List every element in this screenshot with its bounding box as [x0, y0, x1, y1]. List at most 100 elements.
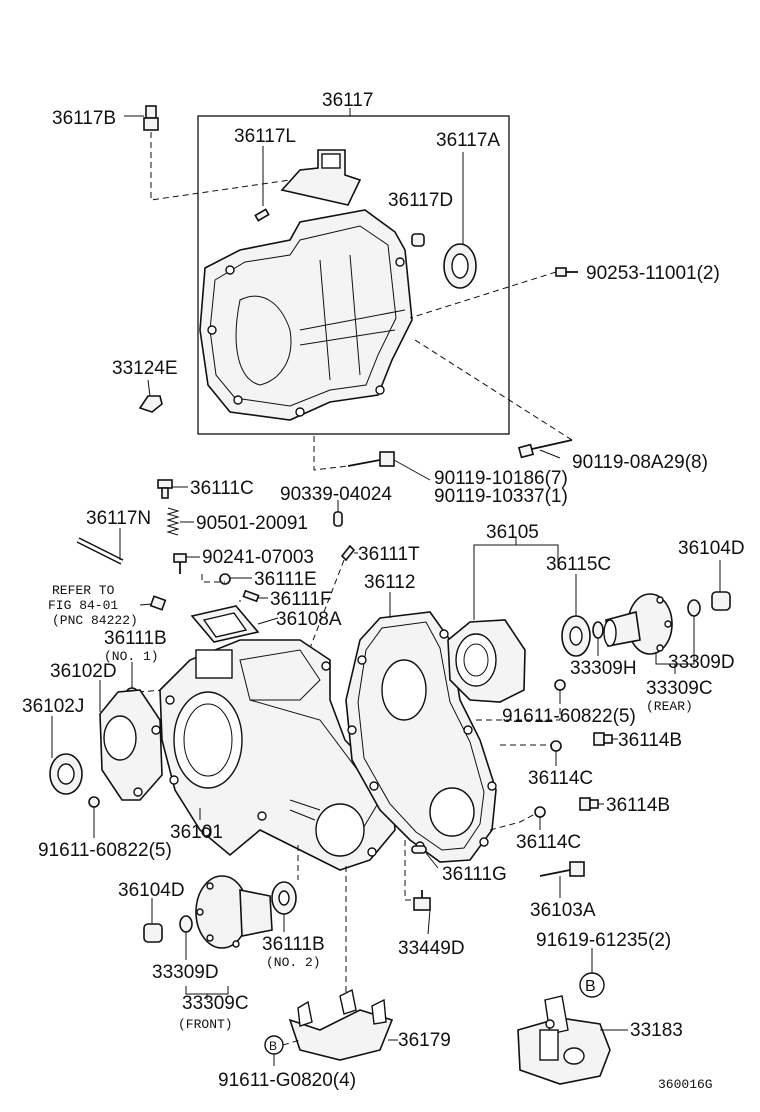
plug-36114B-1-part — [593, 732, 613, 746]
label-33449D: 33449D — [398, 938, 465, 959]
nut-36104D-rear-part — [711, 591, 731, 611]
cover-plate-part — [280, 149, 362, 206]
plug-36114B-2-part — [579, 797, 599, 811]
oring-33309H-part — [592, 621, 604, 639]
label-33309D-rear: 33309D — [668, 652, 735, 673]
label-36117B: 36117B — [52, 108, 116, 129]
washer-33309D-rear-part — [687, 599, 701, 617]
label-36102D: 36102D — [50, 661, 117, 682]
label-90119-08A29: 90119-08A29(8) — [572, 452, 708, 473]
label-90501: 90501-20091 — [196, 513, 308, 534]
label-90339: 90339-04024 — [280, 484, 392, 505]
label-no1: (NO. 1) — [104, 649, 159, 664]
label-36115C: 36115C — [546, 554, 611, 575]
spring-part — [166, 507, 180, 536]
label-pnc-84222: (PNC 84222) — [52, 613, 138, 628]
plug-36111C-part — [157, 479, 173, 499]
label-91611-left: 91611-60822(5) — [38, 840, 172, 861]
label-91619: 91619-61235(2) — [536, 930, 671, 951]
pin-part — [254, 208, 270, 222]
label-36117D: 36117D — [388, 190, 453, 211]
bolt-91611-right-part — [554, 679, 566, 691]
label-36104D-rear: 36104D — [678, 538, 745, 559]
mount-bracket-part — [288, 988, 394, 1061]
bolt-90253-part — [555, 267, 578, 277]
label-front: (FRONT) — [178, 1017, 233, 1032]
label-rear: (REAR) — [646, 699, 693, 714]
oil-seal-36111B-no2-part — [271, 881, 297, 915]
front-flange-part — [195, 875, 273, 949]
label-figure-code: 360016G — [658, 1077, 713, 1092]
label-36117L: 36117L — [234, 126, 296, 147]
breather-plug-part — [143, 105, 159, 131]
label-36112: 36112 — [364, 572, 415, 593]
pin-36111G-part — [411, 845, 427, 854]
label-91611-right: 91611-60822(5) — [502, 706, 636, 727]
gasket-36114C-1-part — [550, 740, 562, 752]
label-36117A: 36117A — [436, 130, 500, 151]
label-36114C-2: 36114C — [516, 832, 581, 853]
label-fig-84-01: FIG 84-01 — [48, 598, 118, 613]
label-36111F: 36111F — [270, 589, 332, 610]
washer-36111E-part — [219, 573, 231, 585]
label-36103A: 36103A — [530, 900, 596, 921]
label-b-lower: B — [269, 1039, 277, 1053]
label-no2: (NO. 2) — [266, 955, 321, 970]
bolt-90119-08A29-part — [517, 439, 573, 459]
pin-90339-part — [333, 511, 343, 527]
bolt-36103A-part — [539, 861, 585, 877]
label-36179: 36179 — [398, 1030, 451, 1051]
label-33309D-front: 33309D — [152, 962, 219, 983]
label-b-upper: B — [585, 978, 596, 995]
clip-33124E-part — [138, 395, 163, 413]
label-36111C: 36111C — [190, 478, 254, 499]
washer-33309D-front-part — [179, 915, 193, 933]
oil-seal-36102J-part — [49, 753, 83, 795]
label-36111T: 36111T — [358, 544, 420, 565]
rear-cover-part — [447, 619, 526, 703]
label-91611-G0820: 91611-G0820(4) — [218, 1070, 356, 1091]
extension-housing-part — [199, 209, 413, 421]
label-36111B-no1: 36111B — [104, 628, 167, 649]
label-36105: 36105 — [486, 522, 539, 543]
label-90119-10337: 90119-10337(1) — [434, 486, 568, 507]
label-90119-10186: 90119-10186(7) — [434, 468, 568, 489]
label-33183: 33183 — [630, 1020, 683, 1041]
oil-seal-part — [443, 243, 477, 289]
front-case-part — [159, 639, 396, 871]
sensor-part — [149, 595, 167, 611]
label-33124E: 33124E — [112, 358, 178, 379]
nut-36104D-front-part — [143, 923, 163, 943]
label-36111G: 36111G — [442, 864, 507, 885]
gasket-36108A-part — [190, 605, 260, 643]
bearing-36115C-part — [561, 615, 591, 657]
label-36111E: 36111E — [254, 569, 317, 590]
label-refer-to: REFER TO — [52, 583, 115, 598]
pin-36111T-part — [340, 544, 356, 562]
label-33309C-rear: 33309C — [646, 678, 713, 699]
gasket-36114C-2-part — [534, 806, 546, 818]
label-90241: 90241-07003 — [202, 547, 314, 568]
dowel-part — [411, 233, 425, 247]
label-36104D-front: 36104D — [118, 880, 185, 901]
pin-36111F-part — [242, 589, 260, 603]
front-cover-part — [99, 689, 163, 801]
screw-90241-part — [173, 553, 187, 574]
rear-case-part — [345, 611, 497, 863]
label-36114C-1: 36114C — [528, 768, 593, 789]
bolt-33449D-part — [413, 890, 431, 911]
label-36108A: 36108A — [276, 609, 342, 630]
label-36114B-2: 36114B — [606, 795, 670, 816]
extension-housing-box — [197, 115, 510, 435]
label-36114B-1: 36114B — [618, 730, 682, 751]
insulator-33183-part — [517, 995, 611, 1085]
label-36101: 36101 — [170, 822, 223, 843]
rear-flange-part — [603, 593, 673, 655]
label-36102J: 36102J — [22, 696, 84, 717]
label-33309C-front: 33309C — [182, 993, 249, 1014]
bolt-91611-left-part — [88, 796, 100, 808]
bolt-90119-10186-part — [347, 451, 395, 467]
label-36117N: 36117N — [86, 508, 151, 529]
label-33309H: 33309H — [570, 658, 637, 679]
